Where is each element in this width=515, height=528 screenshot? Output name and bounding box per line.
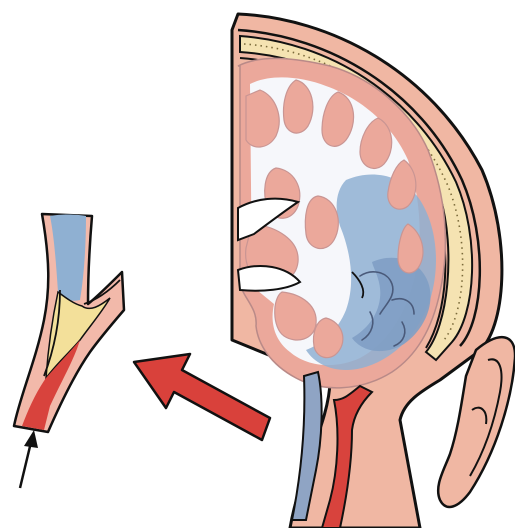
flow-arrow-icon <box>20 430 38 488</box>
zoomed-artery <box>14 214 124 488</box>
zoom-arrow-icon <box>134 354 270 440</box>
